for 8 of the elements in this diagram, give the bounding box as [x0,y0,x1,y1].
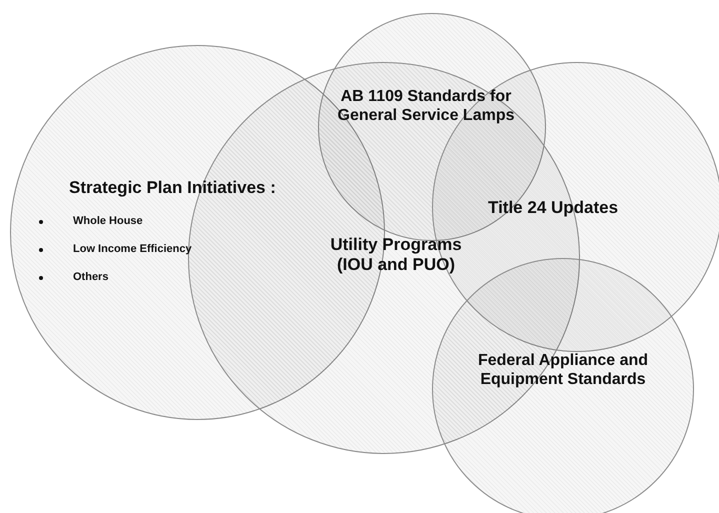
bullet-item: Whole House [73,215,143,227]
bullet-item: Low Income Efficiency [73,243,192,255]
circle-title: Title 24 Updates [488,198,620,218]
circle-title: AB 1109 Standards for General Service Lamps [336,87,516,126]
circle-title: Strategic Plan Initiatives : [69,178,277,198]
circle-title: Utility Programs (IOU and PUO) [329,235,463,276]
bullet-item: Others [73,271,108,283]
circle-title: Federal Appliance and Equipment Standards [476,351,650,390]
